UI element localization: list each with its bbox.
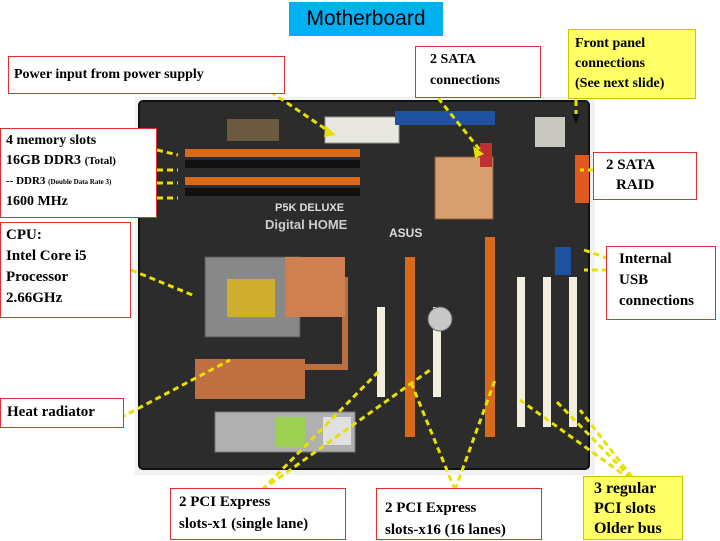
cpu-line-3: Processor: [6, 269, 69, 285]
memory-line-1: 4 memory slots: [6, 133, 97, 148]
memory-line-2: 16GB DDR3 (Total): [6, 151, 151, 171]
pci-slot-3: [569, 277, 577, 427]
memory-total-note: (Total): [84, 155, 116, 167]
pcie-x16-slot-2: [485, 237, 495, 437]
pci-line-1: 3 regular: [594, 480, 657, 497]
label-sata-connections: 2 SATA connections: [415, 46, 541, 98]
motherboard-photo: Digital HOME P5K DELUXE ASUS: [135, 97, 595, 475]
front-panel-line-3: (See next slide): [575, 76, 665, 91]
usb-line-3: connections: [619, 293, 694, 309]
heat-radiator: [195, 359, 305, 399]
board-brand-text: ASUS: [389, 226, 422, 240]
atx-power-connector: [324, 116, 400, 144]
board-model-text: P5K DELUXE: [275, 202, 344, 214]
label-sata-raid: 2 SATA RAID: [593, 152, 697, 200]
northbridge-heatsink: [434, 156, 494, 220]
memory-type: -- DDR3: [6, 175, 49, 187]
label-heat-radiator: Heat radiator: [0, 398, 124, 428]
memory-slots: [185, 149, 360, 196]
sata-ports-top: [480, 143, 492, 167]
pcie-x1-slot-2: [433, 307, 441, 397]
label-memory-slots: 4 memory slots 16GB DDR3 (Total) -- DDR3…: [0, 128, 157, 218]
label-power-input: Power input from power supply: [8, 56, 285, 94]
memory-line-4: 1600 MHz: [6, 194, 68, 209]
pci-slot-2: [543, 277, 551, 427]
page-title: Motherboard: [289, 2, 443, 36]
pcie-x1-line-1: 2 PCI Express: [179, 494, 271, 510]
pci-line-3: Older bus: [594, 520, 662, 537]
label-internal-usb: Internal USB connections: [606, 246, 716, 320]
sata-raid-line-2: RAID: [616, 177, 655, 193]
sata-line-2: connections: [430, 73, 500, 88]
pci-slot-1: [517, 277, 525, 427]
pcie-x16-line-1: 2 PCI Express: [385, 500, 477, 516]
pcie-x16-line-2: slots-x16 (16 lanes): [385, 522, 506, 538]
board-series-text: Digital HOME: [265, 217, 348, 232]
front-panel-line-2: connections: [575, 56, 645, 71]
label-pcie-x1: 2 PCI Express slots-x1 (single lane): [170, 488, 346, 540]
memory-line-3: -- DDR3 (Double Data Rate 3): [6, 171, 151, 192]
cpu-line-4: 2.66GHz: [6, 290, 63, 306]
label-front-panel: Front panel connections (See next slide): [568, 29, 696, 99]
sata-line-1: 2 SATA: [430, 52, 476, 67]
cpu-line-2: Intel Core i5: [6, 248, 87, 264]
memory-capacity: 16GB DDR3: [6, 153, 85, 168]
pcie-x1-slot-1: [377, 307, 385, 397]
pcie-x1-line-2: slots-x1 (single lane): [179, 516, 309, 532]
sata-raid-ports: [575, 155, 589, 203]
front-panel-line-1: Front panel: [575, 36, 646, 51]
cpu-line-1: CPU:: [6, 227, 42, 243]
label-pci-slots: 3 regular PCI slots Older bus: [583, 476, 683, 540]
pci-line-2: PCI slots: [594, 500, 656, 517]
usb-line-1: Internal: [619, 251, 672, 267]
usb-line-2: USB: [619, 272, 649, 288]
sata-raid-line-1: 2 SATA: [606, 157, 656, 173]
usb-headers: [555, 247, 571, 275]
label-cpu: CPU: Intel Core i5 Processor 2.66GHz: [0, 222, 131, 318]
memory-type-note: (Double Data Rate 3): [48, 178, 112, 186]
pcie-x16-slot-1: [405, 257, 415, 437]
label-pcie-x16: 2 PCI Express slots-x16 (16 lanes): [376, 488, 542, 540]
